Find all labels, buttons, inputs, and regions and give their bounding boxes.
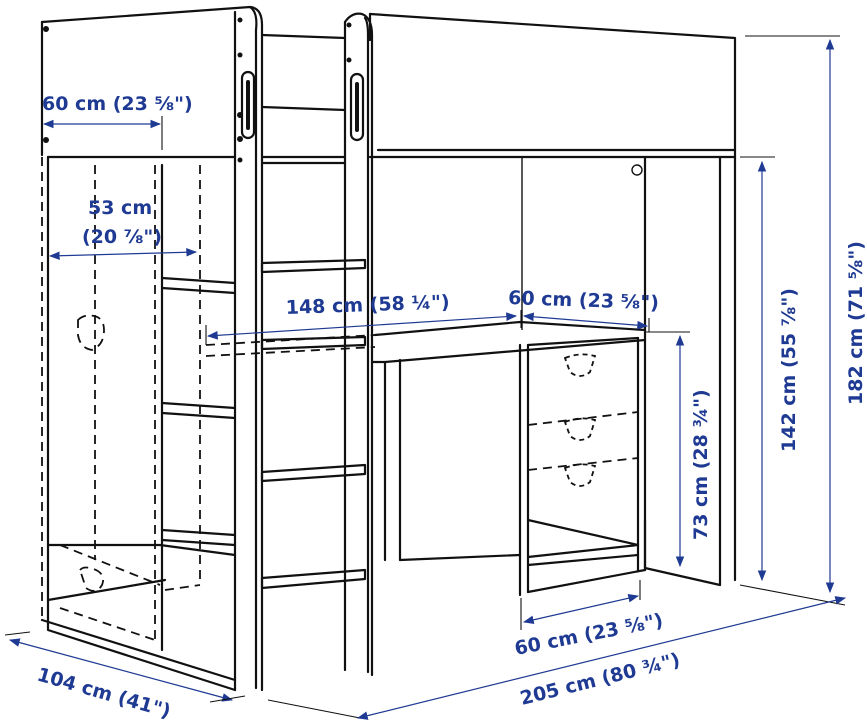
bed-frame-back bbox=[368, 12, 737, 587]
desk bbox=[205, 320, 647, 562]
drawer-unit bbox=[518, 336, 647, 597]
dim-label-bed-underside-height: 142 cm (55 ⅞") bbox=[778, 288, 800, 452]
dim-label-wardrobe-inner-width-cm: 53 cm bbox=[88, 197, 152, 219]
dim-label-total-height: 182 cm (71 ⅝") bbox=[845, 241, 867, 405]
dim-label-wardrobe-depth: 60 cm (23 ⅝") bbox=[42, 93, 193, 115]
ladder bbox=[260, 12, 374, 677]
dim-label-desk-height: 73 cm (28 ¾") bbox=[690, 389, 712, 540]
dim-label-desk-depth: 60 cm (23 ⅝") bbox=[508, 287, 659, 314]
dim-label-desk-width: 148 cm (58 ¼") bbox=[285, 291, 450, 319]
open-shelves bbox=[160, 163, 237, 652]
drawer-handle-icon bbox=[563, 353, 597, 487]
dimension-lines bbox=[4, 35, 847, 720]
dim-label-total-width: 104 cm (41") bbox=[35, 664, 173, 723]
dim-label-wardrobe-inner-width-in: (20 ⅞") bbox=[82, 226, 162, 248]
dim-label-drawer-unit-depth: 60 cm (23 ⅝") bbox=[513, 610, 665, 660]
